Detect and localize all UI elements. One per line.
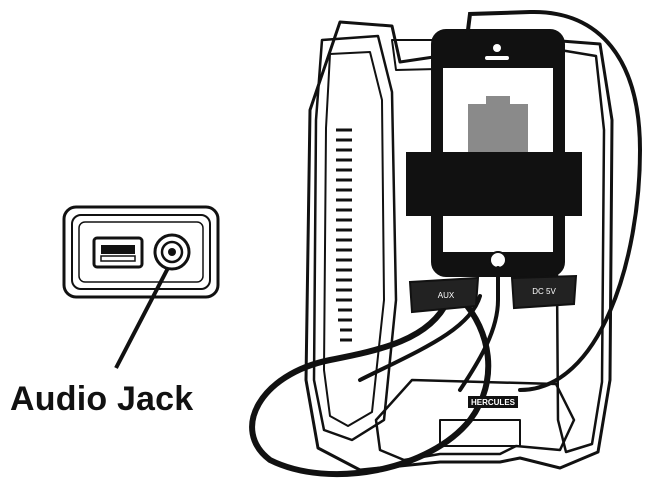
callout-leader-line xyxy=(114,267,170,369)
dc-port-flap: DC 5V xyxy=(510,274,578,310)
grip-ridges xyxy=(336,128,352,342)
audio-jack-icon xyxy=(153,233,191,271)
usb-port-icon xyxy=(92,236,144,269)
holding-strap xyxy=(406,152,582,216)
cable-lines xyxy=(249,9,643,478)
audio-jack-callout-label: Audio Jack xyxy=(10,380,194,418)
brand-label: HERCULES xyxy=(471,398,516,407)
dc-label: DC 5V xyxy=(532,287,556,296)
aux-label: AUX xyxy=(438,291,455,300)
brand-plate: HERCULES xyxy=(468,396,518,408)
aux-port-flap: AUX xyxy=(408,276,480,314)
